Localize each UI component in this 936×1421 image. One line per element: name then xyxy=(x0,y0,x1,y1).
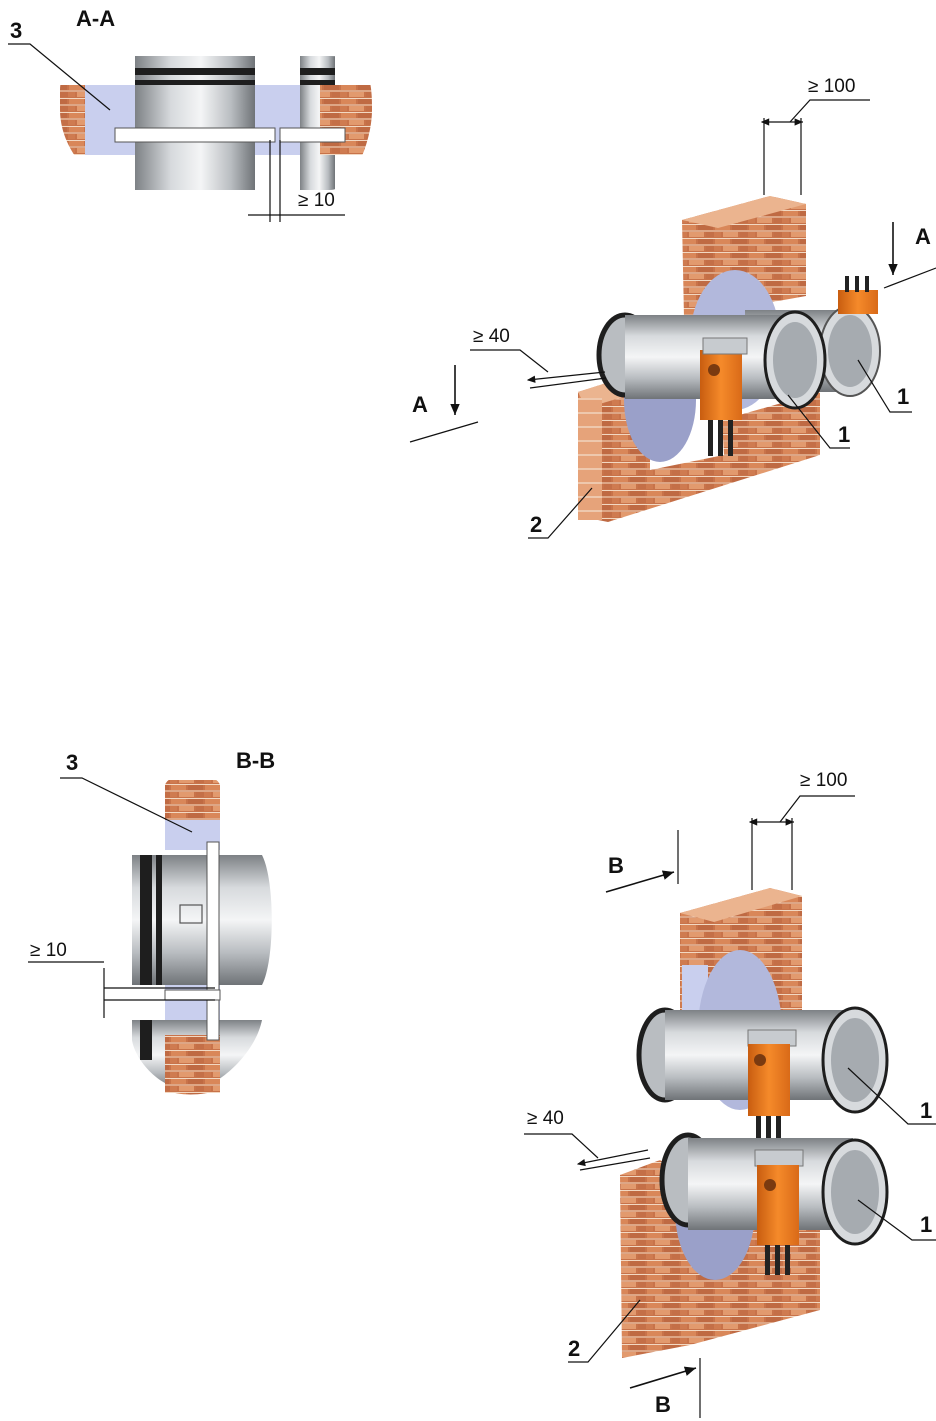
cut-marker-b-bottom: B xyxy=(655,1392,671,1417)
flange-gap xyxy=(164,989,221,1001)
offset-dim-line-2 xyxy=(529,377,607,389)
seal-label: 3 xyxy=(10,18,22,43)
actuator-top-cable-3 xyxy=(776,1116,781,1148)
cut-line-right xyxy=(883,267,936,289)
actuator-right-pin-3 xyxy=(865,276,869,292)
gasket-ring-top xyxy=(135,68,255,75)
gasket-ring-right-top xyxy=(300,68,335,75)
fire-flange-plate xyxy=(114,127,276,143)
gasket-ring-upper xyxy=(140,855,152,985)
actuator-left-bracket xyxy=(702,337,748,355)
section-aa-title: A-A xyxy=(76,6,115,31)
wall-thickness-dimension: ≥ 100 xyxy=(808,76,855,97)
brick-top-face-bottom xyxy=(680,888,802,922)
damper-left-label: 1 xyxy=(838,422,850,447)
damper-left xyxy=(596,310,827,456)
fire-flange-plate-right xyxy=(279,127,346,143)
offset-dimension-bottom: ≥ 40 xyxy=(527,1108,564,1129)
actuator-top xyxy=(748,1044,790,1116)
seal-label-bb: 3 xyxy=(66,750,78,775)
dim-leader xyxy=(789,99,870,123)
brick-top-face xyxy=(682,196,806,228)
actuator-left-cable-2 xyxy=(718,420,723,456)
section-aa: A-A 3 ≥ 10 xyxy=(8,6,372,222)
offset-dim-line-bottom xyxy=(576,1149,649,1167)
damper-bottom-leader xyxy=(857,1199,936,1241)
section-aa-cutaway xyxy=(60,56,372,190)
damper-bottom-inner xyxy=(831,1150,879,1234)
brick-wall-left xyxy=(60,85,85,155)
cut-marker-a-left: A xyxy=(412,392,428,417)
seal-leader-line xyxy=(8,43,111,111)
damper-top-label: 1 xyxy=(920,1098,932,1123)
actuator-bottom xyxy=(757,1165,799,1245)
brick-wall-right xyxy=(320,85,372,155)
cut-arrow-top-b xyxy=(605,870,675,893)
actuator-right-pin-1 xyxy=(845,276,849,292)
brick-lower-side-face xyxy=(578,398,602,520)
wall-label: 2 xyxy=(530,512,542,537)
gap-dimension-bb: ≥ 10 xyxy=(30,940,67,961)
damper-bottom-label: 1 xyxy=(920,1212,932,1237)
damper-right-label: 1 xyxy=(897,384,909,409)
cut-arrow-bottom-b xyxy=(629,1366,697,1389)
wall-leader-bottom xyxy=(568,1299,641,1363)
stacked-view: ≥ 100 xyxy=(524,770,936,1418)
actuator-top-knob xyxy=(754,1054,766,1066)
gasket-ring-upper-2 xyxy=(156,855,162,985)
cut-marker-a-right: A xyxy=(915,224,931,249)
actuator-bottom-knob xyxy=(764,1179,776,1191)
damper-top-leader xyxy=(847,1067,936,1125)
dim-leader-bottom xyxy=(779,795,855,823)
actuator-top-cable-1 xyxy=(756,1116,761,1148)
actuator-left xyxy=(700,350,742,420)
actuator-bottom-cable-1 xyxy=(765,1245,770,1275)
seal-leader-line-bb xyxy=(60,777,193,833)
damper-left-leader xyxy=(787,394,850,449)
damper-top-inner xyxy=(831,1018,879,1102)
offset-dim-line xyxy=(526,371,606,383)
offset-dim-line-bottom-2 xyxy=(579,1157,651,1171)
actuator-bottom-bracket xyxy=(754,1149,804,1167)
wall-leader xyxy=(528,487,593,539)
actuator-bottom-cable-2 xyxy=(775,1245,780,1275)
offset-dim-leader xyxy=(470,349,549,373)
actuator-left-cable-1 xyxy=(708,420,713,456)
duct-left xyxy=(135,56,255,190)
offset-dimension: ≥ 40 xyxy=(473,326,510,347)
actuator-left-knob xyxy=(708,364,720,376)
section-bb: B-B 3 ≥ 10 xyxy=(28,748,275,1095)
blade-shaft xyxy=(179,904,203,924)
damper-left-inner xyxy=(773,322,817,398)
actuator-top-cable-2 xyxy=(766,1116,771,1148)
brick-wall-bottom-front xyxy=(165,1035,220,1093)
gap-dimension: ≥ 10 xyxy=(298,190,335,211)
brick-wall-top xyxy=(165,780,220,820)
gasket-ring-lower xyxy=(140,1020,152,1060)
actuator-right-pin-2 xyxy=(855,276,859,292)
actuator-top-bracket xyxy=(747,1029,797,1047)
damper-right-leader xyxy=(857,359,912,413)
single-row-view: ≥ 100 xyxy=(409,76,936,539)
damper-top xyxy=(636,1006,889,1148)
actuator-right xyxy=(838,290,878,314)
section-bb-title: B-B xyxy=(236,748,275,773)
damper-right-inner xyxy=(828,315,872,387)
gasket-ring-bottom xyxy=(135,80,255,85)
actuator-bottom-cable-3 xyxy=(785,1245,790,1275)
wall-thickness-dimension-bottom: ≥ 100 xyxy=(800,770,847,791)
wall-label-bottom: 2 xyxy=(568,1336,580,1361)
offset-dim-leader-bottom xyxy=(524,1133,599,1159)
cut-line-left xyxy=(409,421,479,443)
cut-marker-b-top: B xyxy=(608,853,624,878)
gasket-ring-right-bottom xyxy=(300,80,335,85)
fire-flange-plate-vertical xyxy=(206,841,220,1041)
actuator-left-cable-3 xyxy=(728,420,733,456)
damper-bottom xyxy=(659,1132,889,1275)
